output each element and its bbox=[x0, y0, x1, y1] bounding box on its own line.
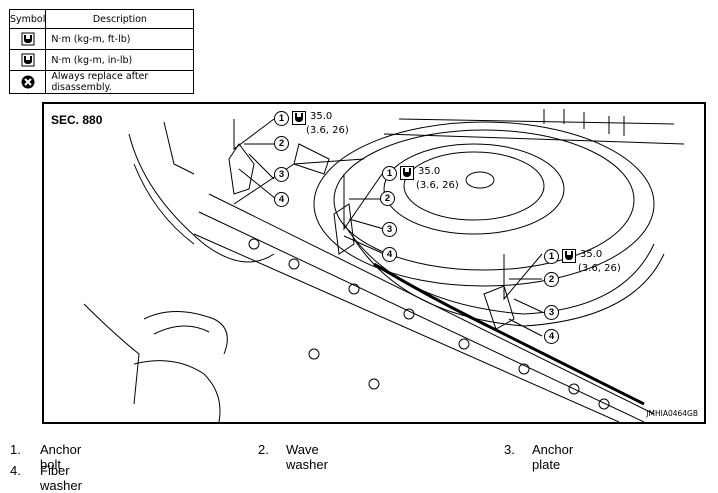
legend-number: 2. bbox=[258, 442, 269, 457]
callout-fiber-washer: 4 bbox=[544, 329, 559, 344]
symbol-table-row: N·m (kg-m, ft-lb) bbox=[8, 28, 195, 50]
torque-wrench-icon bbox=[292, 111, 306, 125]
callout-anchor-plate: 3 bbox=[274, 167, 289, 182]
legend-label: Fiber washer bbox=[40, 463, 82, 493]
callout-anchor-bolt: 1 bbox=[274, 111, 289, 126]
legend-label: Anchor plate bbox=[532, 442, 574, 472]
torque-value: 35.0 bbox=[580, 249, 603, 260]
symbol-description: N·m (kg-m, in-lb) bbox=[45, 49, 195, 71]
symbol-table-row: N·m (kg-m, in-lb) bbox=[8, 49, 195, 71]
figure-code: JMHIA0464GB bbox=[646, 409, 698, 418]
symbol-table: Symbol Description N·m (kg-m, ft-lb) N·m… bbox=[8, 9, 195, 94]
callout-wave-washer: 2 bbox=[544, 272, 559, 287]
callout-fiber-washer: 4 bbox=[274, 192, 289, 207]
symbol-column-header: Symbol bbox=[8, 9, 47, 29]
legend-label: Anchor bolt bbox=[40, 442, 82, 472]
description-column-header: Description bbox=[45, 9, 195, 29]
spare-tire-anchor-drawing bbox=[83, 109, 685, 422]
callout-fiber-washer: 4 bbox=[382, 247, 397, 262]
torque-wrench-ftlb-icon bbox=[21, 32, 35, 46]
symbol-description: N·m (kg-m, ft-lb) bbox=[45, 28, 195, 50]
section-label: SEC. 880 bbox=[51, 113, 103, 127]
symbol-table-row: Always replace after disassembly. bbox=[8, 70, 195, 94]
callout-wave-washer: 2 bbox=[274, 136, 289, 151]
symbol-table-header: Symbol Description bbox=[8, 9, 195, 29]
symbol-description: Always replace after disassembly. bbox=[45, 70, 195, 94]
torque-wrench-icon bbox=[562, 249, 576, 263]
legend-label: Wave washer bbox=[286, 442, 328, 472]
legend-number: 1. bbox=[10, 442, 21, 457]
torque-value: 35.0 bbox=[310, 111, 333, 122]
torque-value-alt: (3.6, 26) bbox=[416, 180, 459, 191]
callout-anchor-bolt: 1 bbox=[544, 249, 559, 264]
callout-wave-washer: 2 bbox=[380, 191, 395, 206]
callout-anchor-bolt: 1 bbox=[382, 166, 397, 181]
torque-wrench-inlb-icon bbox=[21, 53, 35, 67]
callout-anchor-plate: 3 bbox=[382, 222, 397, 237]
torque-wrench-icon bbox=[400, 166, 414, 180]
torque-value-alt: (3.6, 26) bbox=[578, 263, 621, 274]
legend-number: 4. bbox=[10, 463, 21, 478]
figure-frame: SEC. 880 1 35.0 (3.6, 26) 2 3 4 1 35.0 (… bbox=[42, 102, 706, 424]
torque-value-alt: (3.6, 26) bbox=[306, 125, 349, 136]
always-replace-icon bbox=[21, 75, 35, 89]
callout-anchor-plate: 3 bbox=[544, 305, 559, 320]
legend-number: 3. bbox=[504, 442, 515, 457]
torque-value: 35.0 bbox=[418, 166, 441, 177]
